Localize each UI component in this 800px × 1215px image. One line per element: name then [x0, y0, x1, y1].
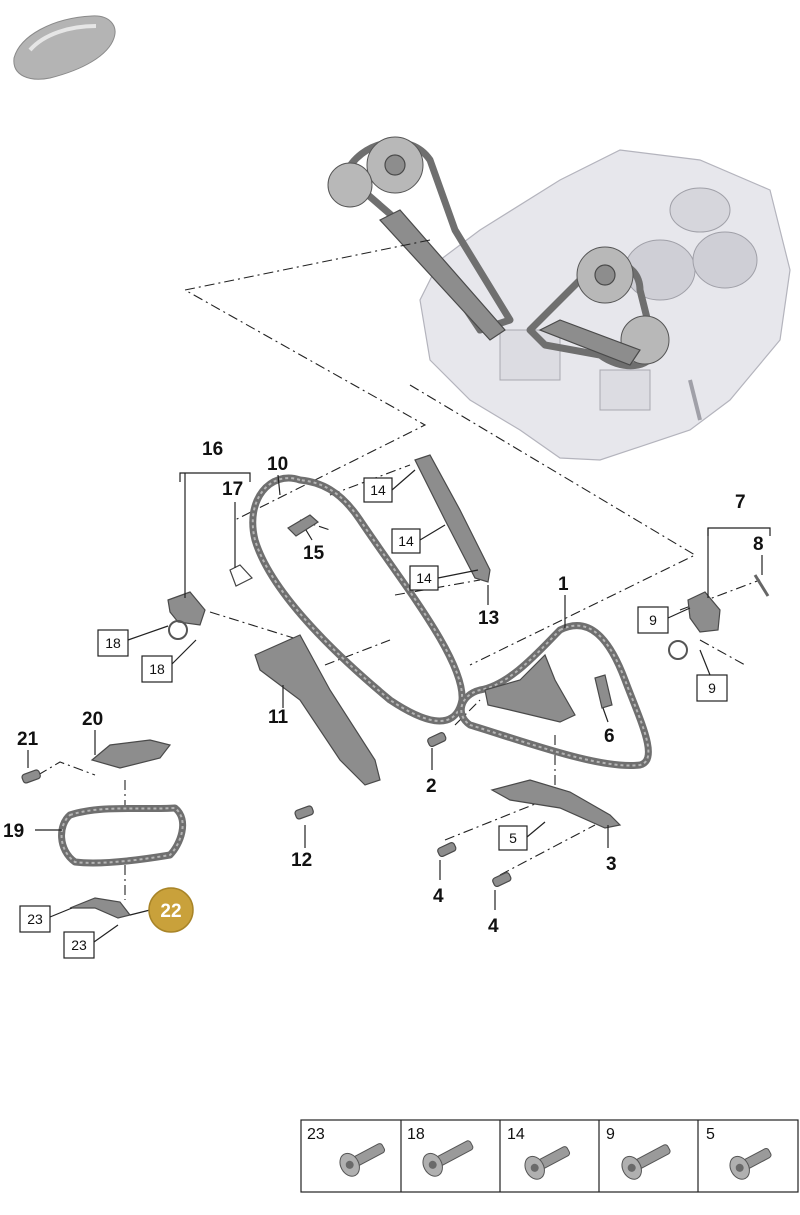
callout-4b: 4	[488, 916, 499, 937]
svg-text:18: 18	[407, 1126, 425, 1143]
legend-cell-23[interactable]: 23	[307, 1126, 389, 1180]
svg-text:5: 5	[509, 830, 517, 846]
callout-17: 17	[222, 479, 243, 500]
callout-2: 2	[426, 776, 437, 797]
svg-text:23: 23	[27, 911, 43, 927]
bolt-icon	[524, 1146, 571, 1180]
callout-3: 3	[606, 854, 617, 875]
callout-7: 7	[735, 492, 746, 513]
legend-cell-5[interactable]: 5	[706, 1126, 775, 1183]
boxed-callout-5: 5	[498, 825, 528, 851]
callout-15: 15	[303, 543, 325, 564]
svg-text:9: 9	[708, 680, 716, 696]
timing-chain-1	[457, 622, 652, 770]
bolt-icon	[339, 1143, 386, 1177]
leader-lines	[27, 469, 771, 943]
boxed-callout-9b: 9	[696, 674, 728, 702]
legend-cell-18[interactable]: 18	[407, 1126, 477, 1180]
svg-text:14: 14	[507, 1126, 525, 1143]
callout-12: 12	[291, 850, 312, 871]
chain-parts	[69, 454, 770, 919]
highlight-callout-22[interactable]: 22	[148, 887, 194, 933]
callout-1: 1	[558, 574, 569, 595]
svg-text:23: 23	[71, 937, 87, 953]
callout-6: 6	[604, 726, 615, 747]
svg-text:18: 18	[149, 661, 165, 677]
callout-13: 13	[478, 608, 499, 629]
boxed-callout-labels: 14 14 14 18 18 9 9 5	[19, 477, 728, 959]
highlight-label: 22	[160, 901, 181, 922]
svg-text:9: 9	[606, 1126, 615, 1143]
callout-11: 11	[268, 707, 289, 728]
bolt-icon	[729, 1147, 772, 1180]
svg-text:14: 14	[370, 482, 386, 498]
boxed-callout-23b: 23	[63, 931, 95, 959]
bolt-icon	[422, 1140, 474, 1177]
timing-chain-10	[249, 474, 466, 725]
diagram-bolts	[21, 732, 512, 888]
callout-20: 20	[82, 709, 103, 730]
callout-4a: 4	[433, 886, 444, 907]
callout-8: 8	[753, 534, 764, 555]
engine-block-image	[419, 149, 791, 461]
bolt-legend-table: 23 18 14 9	[300, 1119, 799, 1193]
timing-chain-19	[58, 804, 187, 867]
boxed-callout-14b: 14	[391, 528, 421, 554]
bolt-icon	[621, 1144, 671, 1180]
boxed-callout-23a: 23	[19, 905, 51, 933]
svg-text:18: 18	[105, 635, 121, 651]
boxed-callout-18a: 18	[97, 629, 129, 657]
boxed-callout-18b: 18	[141, 655, 173, 683]
legend-cell-9[interactable]: 9	[606, 1126, 674, 1183]
boxed-callout-14a: 14	[363, 477, 393, 503]
boxed-callout-9a: 9	[637, 606, 669, 634]
car-thumbnail-icon	[13, 15, 116, 80]
svg-text:5: 5	[706, 1126, 715, 1143]
callout-21: 21	[17, 729, 39, 750]
callout-19: 19	[3, 821, 24, 842]
callout-labels: 1 2 3 4 4 6 7 8 10 11 12 13 15 16 17 19 …	[3, 439, 764, 937]
boxed-callout-14c: 14	[409, 565, 439, 591]
svg-text:14: 14	[398, 533, 414, 549]
svg-text:14: 14	[416, 570, 432, 586]
legend-cell-14[interactable]: 14	[507, 1126, 574, 1183]
svg-text:23: 23	[307, 1126, 325, 1143]
highlight-circle	[148, 887, 194, 933]
callout-10: 10	[267, 454, 288, 475]
callout-16: 16	[202, 439, 223, 460]
upper-cam-drive	[327, 136, 670, 370]
svg-text:9: 9	[649, 612, 657, 628]
